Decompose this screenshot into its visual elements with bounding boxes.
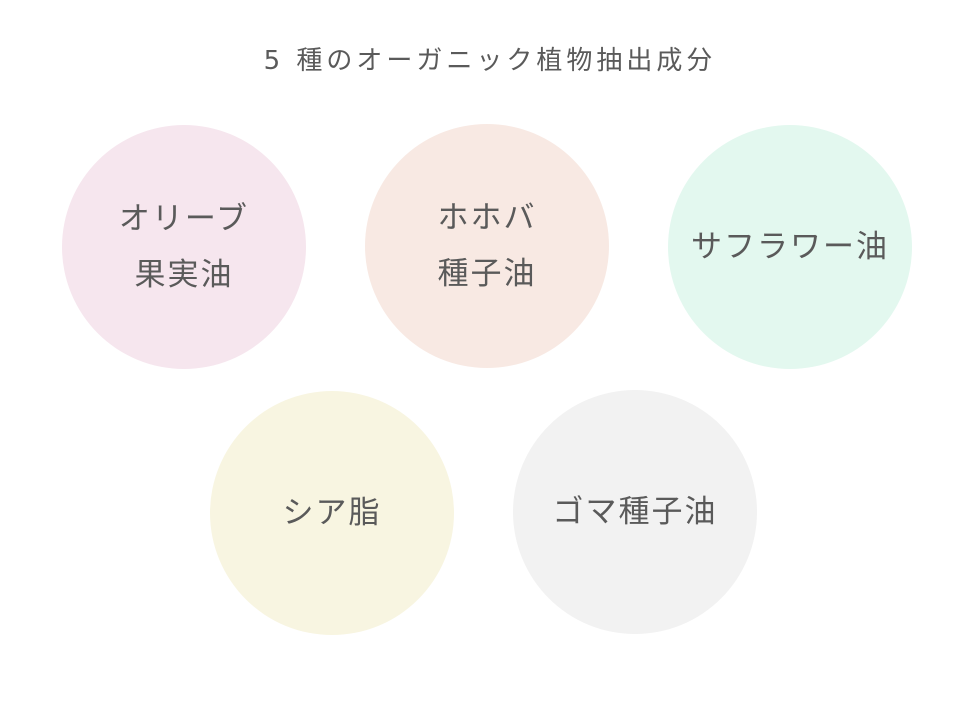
ingredient-label: ホホバ 種子油: [438, 190, 537, 302]
label-line: ゴマ種子油: [552, 494, 718, 530]
section-title: 5 種のオーガニック植物抽出成分: [263, 46, 717, 76]
ingredient-safflower: サフラワー油: [668, 125, 912, 369]
ingredient-olive: オリーブ 果実油: [62, 125, 306, 369]
label-line: サフラワー油: [691, 229, 889, 265]
ingredient-sesame: ゴマ種子油: [513, 390, 757, 634]
ingredient-jojoba: ホホバ 種子油: [365, 124, 609, 368]
label-line: 果実油: [134, 257, 234, 293]
ingredient-label: ゴマ種子油: [553, 484, 718, 540]
label-line: 種子油: [437, 256, 537, 292]
ingredient-label: オリーブ 果実油: [119, 191, 249, 303]
label-line: オリーブ: [118, 201, 250, 237]
label-line: シア脂: [282, 495, 382, 531]
ingredient-label: シア脂: [283, 485, 382, 541]
label-line: ホホバ: [437, 200, 537, 236]
ingredient-shea: シア脂: [210, 391, 454, 635]
ingredient-label: サフラワー油: [691, 219, 889, 275]
